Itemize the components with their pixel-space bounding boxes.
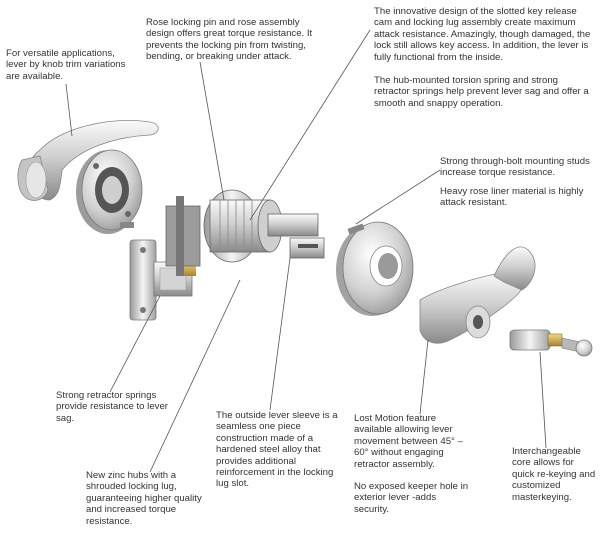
callout-rose-locking-pin: Rose locking pin and rose assembly desig… [146, 17, 326, 63]
callout-versatile-trim: For versatile applications, lever by kno… [6, 48, 134, 82]
left-rose-hub [76, 149, 143, 234]
chassis-assembly [165, 189, 325, 276]
left-lever-handle [17, 120, 159, 201]
callout-outside-sleeve-text: The outside lever sleeve is a seamless o… [216, 410, 338, 490]
callout-zinc-hubs-text: New zinc hubs with a shrouded locking lu… [86, 470, 202, 527]
callout-torsion-spring-text: The hub-mounted torsion spring and stron… [374, 75, 589, 109]
callout-retractor-springs: Strong retractor springs provide resista… [56, 390, 168, 424]
callout-retractor-springs-text: Strong retractor springs provide resista… [56, 390, 168, 424]
callout-versatile-text: For versatile applications, lever by kno… [6, 48, 126, 82]
callout-lost-motion-text: Lost Motion feature available allowing l… [354, 413, 463, 470]
callout-slotted-cam-text: The innovative design of the slotted key… [374, 6, 591, 63]
callout-outside-sleeve: The outside lever sleeve is a seamless o… [216, 410, 338, 490]
callout-interchangeable-core-text: Interchangeable core allows for quick re… [512, 446, 596, 503]
callout-rose-pin-text: Rose locking pin and rose assembly desig… [146, 17, 313, 63]
callout-through-bolt: Strong through-bolt mounting studs incre… [440, 156, 592, 209]
right-rose [336, 221, 414, 316]
callout-slotted-cam: The innovative design of the slotted key… [374, 6, 596, 109]
interchangeable-core [509, 329, 593, 357]
callout-through-bolt-text: Strong through-bolt mounting studs incre… [440, 156, 590, 179]
callout-pointers [65, 29, 547, 473]
callout-rose-liner-text: Heavy rose liner material is highly atta… [440, 185, 584, 209]
right-lever-handle [419, 246, 536, 344]
callout-interchangeable-core: Interchangeable core allows for quick re… [512, 446, 598, 503]
callout-keeper-hole-text: No exposed keeper hole in exterior lever… [354, 481, 469, 515]
callout-zinc-hubs: New zinc hubs with a shrouded locking lu… [86, 470, 206, 527]
callout-lost-motion: Lost Motion feature available allowing l… [354, 413, 472, 515]
